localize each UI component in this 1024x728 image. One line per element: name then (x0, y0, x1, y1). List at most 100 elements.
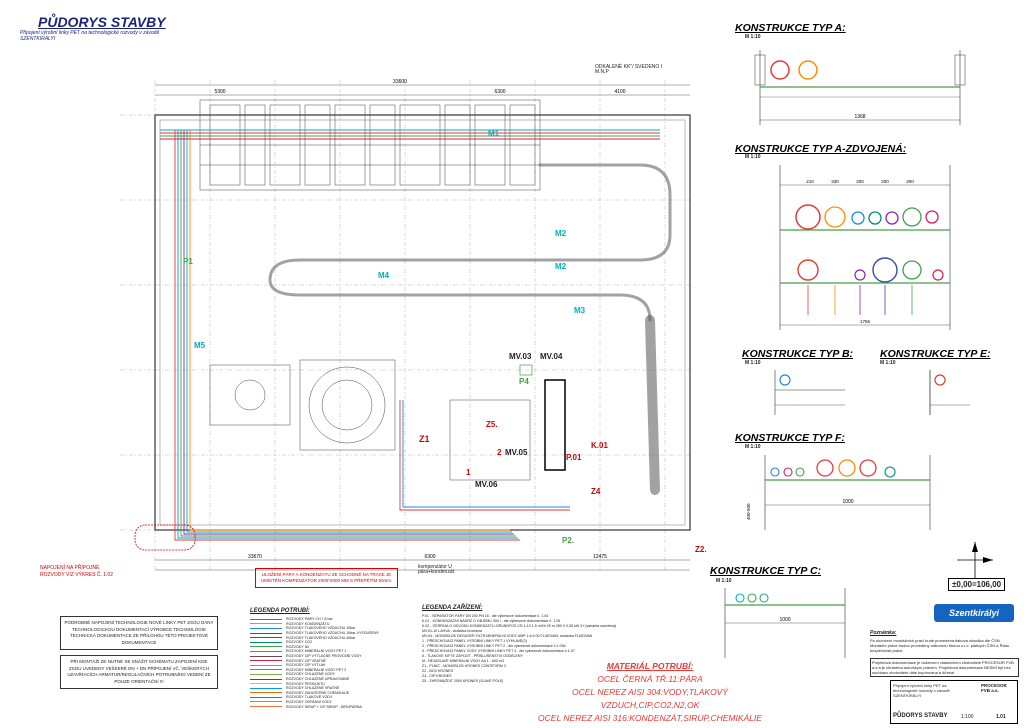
dim-bottom-2: 6300 (424, 554, 435, 560)
typ-a2-dim4: 200 (881, 179, 889, 184)
legend-pipe-label: ROZVODY SIRUP + CIP SIRUP - DÍRUPÁRNA (286, 704, 362, 709)
legend-pipe-label: ROZVODY N2 (286, 644, 310, 649)
typ-b-scale: M 1:10 (745, 360, 761, 366)
typ-a2-dim1: 210 (806, 179, 814, 184)
typ-a2-dim2: 330 (831, 179, 839, 184)
legend-pipe-swatch (250, 669, 282, 671)
legend-pipe-item: ROZVODY PRODUKTU (250, 681, 410, 686)
legend-equipment-item: MV.04 - MONOBLOK DEGASER FILTR MINERÁLNÍ… (422, 634, 593, 638)
legend-pipe-swatch (250, 692, 282, 694)
legend-pipe-label: ROZVODY CO2 (286, 640, 313, 645)
pipe-runs (160, 129, 660, 541)
label-m2b: M2 (555, 262, 567, 271)
conveyor (268, 163, 672, 495)
legend-equipment-item: K.02 - ČERPADLO ODVODU KONDENZÁTU-GRUNDF… (422, 624, 617, 628)
label-z5: Z5. (486, 420, 498, 429)
odkalene-note: ODKALENÉ KK"/ SVEDENO I M.N.P (595, 64, 663, 75)
label-m3: M3 (574, 306, 586, 315)
material-title: MATERIÁL POTRUBÍ: (606, 661, 694, 671)
typ-a2-dim3: 200 (856, 179, 864, 184)
typ-a2-dim5: 200 (906, 179, 914, 184)
legend-pipe-swatch (250, 646, 282, 648)
typ-a-dim: 1368 (854, 114, 865, 120)
legend-pipe-item: ROZVODY CIP VRATNÉ (250, 658, 410, 663)
material-line2: OCEL NEREZ AISI 304:VODY,TLAKOVÝ VZDUCH,… (571, 687, 729, 710)
grid-axes (120, 80, 690, 570)
legend-equipment-item: Z2 - BOX KRONES (422, 669, 454, 673)
p4-box (519, 364, 533, 376)
legend-pipe-swatch (250, 683, 282, 685)
dim-bottom-3: 12475 (593, 554, 607, 560)
tb-drawing: PŮDORYS STAVBY (893, 713, 948, 719)
label-mv03: MV.03 (509, 352, 532, 361)
typ-b-title: KONSTRUKCE TYP B: (742, 348, 854, 360)
legend-equipment-item: Z1 - PLNIČ - MONOBLOK KRONES CONTIFORM 3 (422, 664, 506, 668)
legend-equipment-item: 3 - PŘEDCHOVACÍ PANEL VODY VÝROBNÍ LINKY… (422, 649, 575, 653)
legend-pipe-label: ROZVODY PRODUKTU (286, 681, 325, 686)
legend-equipment-item: M - NEJASLAVÉ MINERÁLNÍ VODY AA 1 - 600 … (422, 659, 504, 663)
dim-top-3: 6300 (494, 89, 505, 95)
legend-pipe-label: ROZVODY TLAKOVÉHO VZDUCHU 40bar (286, 635, 356, 640)
typ-a-detail: 1368 (754, 50, 966, 125)
legend-pipe-item: ROZVODY MINERÁLNÍ VODY PET 1 (250, 649, 410, 654)
filler-area (209, 359, 566, 481)
label-mv05: MV.05 (505, 448, 528, 457)
typ-e-detail (929, 370, 970, 415)
typ-a-title: KONSTRUKCE TYP A: (735, 22, 846, 34)
label-p1: P1 (183, 257, 193, 266)
material-line3: OCEL NEREZ AISI 316:KONDENZÁT,SIRUP,CHEM… (538, 713, 762, 723)
typ-b-detail (774, 370, 845, 415)
legend-pipe-label: ROZVODY TLAKOVÉ VODY (286, 695, 333, 700)
page-title: PŮDORYS STAVBY (38, 14, 166, 30)
legend-pipe-item: ROZVODY TLAKOVÉHO VZDUCHU 40bar (250, 635, 410, 640)
dim-top-4: 4100 (614, 89, 625, 95)
legend-pipe-label: ROZVODY ZAHUŠTĚNÉ CHEMIKÁLIE (286, 690, 350, 695)
note-montaz: PŘI MONTÁŽI ZE NUTNÉ SE SNÁŽIT SCHÉMATU … (60, 655, 218, 689)
legend-pipe-label: ROZVODY CIP VRATNÉ (286, 658, 326, 663)
legend-pipe-label: ROZVODY MINERÁLNÍ VODY PET 1 (286, 649, 347, 654)
typ-e-scale: M 1:10 (880, 360, 896, 366)
legend-pipe-swatch (250, 701, 282, 703)
material-line1: OCEL ČERNÁ TŘ.11:PÁRA (597, 674, 703, 684)
napojeni-note: NAPOJENÍ NA PŘÍPOJNÉ ROZVODY VIZ VÝKRES … (40, 565, 113, 578)
label-p2: P2. (562, 536, 575, 545)
page-subtitle: Připojení výrobní linky PET na technolog… (20, 30, 160, 42)
typ-f-title: KONSTRUKCE TYP F: (735, 432, 845, 444)
floor-plan: 33600 5300 6300 4100 (120, 79, 691, 571)
dim-top-2: 5300 (214, 89, 225, 95)
legend-equipment-item: P.01 - SEPARÁTOR PÁRY DN 200 PN 16 - dle… (422, 614, 549, 618)
building-outline (154, 114, 691, 531)
legend-pipe-label: ROZVODY KONDENZÁTU (286, 621, 330, 626)
label-z2: Z2. (695, 545, 707, 554)
typ-c-detail: 1000 (724, 588, 846, 658)
legend-pipe-label: ROZVODY TLAKOVÉHO VZDUCHU 10bar-VYSOUŠEN… (286, 631, 379, 636)
typ-a2-scale: M 1:10 (745, 154, 761, 160)
typ-e-title: KONSTRUKCE TYP E: (880, 348, 991, 360)
label-mv06: MV.06 (475, 480, 498, 489)
label-p01: P.01 (566, 453, 582, 462)
legend-equipment-item: Z5 - ZHROMAŽDIT 2000 KRONES (SLAVÉ POLE) (422, 679, 504, 683)
label-m1: M1 (488, 129, 500, 138)
legend-equipment-item: 5 - TLAKOVÉ KIFTE ZAPOJIT - PŘÍSLUŠENSTV… (422, 654, 523, 658)
note-technology: PODROBNĚ NAPOJENÍ TECHNOLOGIE NOVÉ LINKY… (60, 616, 218, 650)
legend-pipe-item: ROZVODY TLAKOVÉHO VZDUCHU 10bar (250, 626, 410, 631)
label-z1: Z1 (419, 434, 430, 444)
typ-a2-detail: 210 330 200 200 200 1766 (779, 165, 951, 330)
legend-pipe-item: ROZVODY ZAHUŠTĚNÉ CHEMIKÁLIE (250, 691, 410, 696)
legend-pipe-swatch (250, 655, 282, 657)
legend-equipment-item: 1 - PŘEDCHOVACÍ PANEL VÝROBNÍ LINKY PET … (422, 639, 527, 643)
legend-pipe-swatch (250, 687, 282, 689)
label-m2a: M2 (555, 229, 567, 238)
legend-pipe-swatch (250, 696, 282, 698)
typ-f-detail: 1000 400-500 (746, 455, 931, 530)
legend-pipe-item: ROZVODY TLAKOVÉHO VZDUCHU 10bar-VYSOUŠEN… (250, 631, 410, 636)
label-m5: M5 (194, 341, 206, 350)
ulozeni-note: ULOŽENÍ PÁRY A KONDENZÁTU ZE SCHODNĚ NA … (255, 568, 398, 588)
legend-pipe-swatch (250, 637, 282, 639)
elevation-note: ±0,00=106,00 (948, 578, 1006, 591)
typ-a2-title: KONSTRUKCE TYP A-ZDVOJENÁ: (735, 143, 907, 155)
typ-c-dim: 1000 (779, 617, 790, 623)
tb-project: Připojení výrobní linky PET na technolog… (893, 683, 950, 698)
legend-pipe-swatch (250, 650, 282, 652)
